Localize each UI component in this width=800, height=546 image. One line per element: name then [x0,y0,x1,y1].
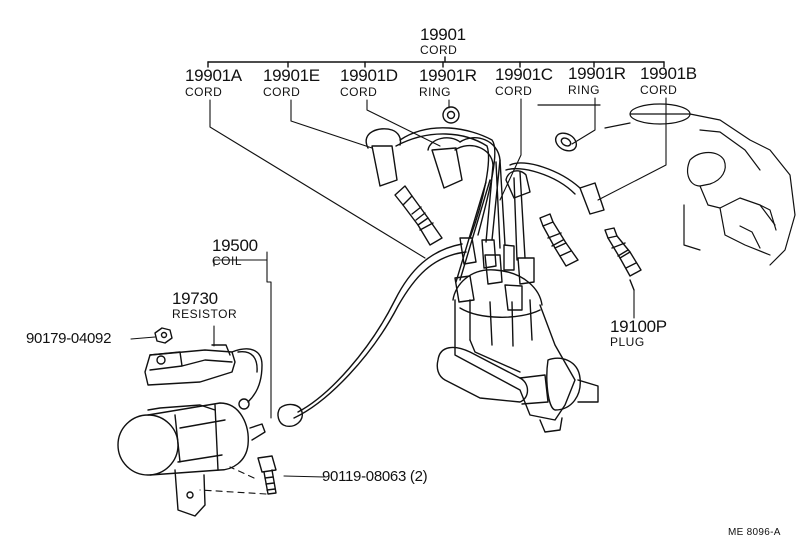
label-19100p-name: PLUG [610,335,645,349]
rings [442,106,578,152]
coil-body [117,402,266,517]
label-19901d-name: CORD [340,85,378,99]
distributor [436,237,599,433]
label-19500-number: 19500 [212,236,258,255]
plug-leader-tip [629,279,635,291]
nut [154,327,173,344]
label-19901r-2-name: RING [568,83,600,97]
label-19901e-name: CORD [263,85,301,99]
label-19901e-number: 19901E [263,66,320,85]
label-19901c-number: 19901C [495,65,553,84]
label-90119-08063: 90119-08063 (2) [322,468,428,485]
label-19901-name: CORD [420,43,458,57]
label-19901-number: 19901 [420,25,466,44]
label-90179-04092: 90179-04092 [26,330,112,347]
spark-plugs [394,185,642,277]
ignition-cords [277,127,605,427]
resistor-body [144,344,263,410]
label-19901c-name: CORD [495,84,533,98]
label-19901d-number: 19901D [340,66,398,85]
label-19901r-2-number: 19901R [568,64,626,83]
label-19901a-name: CORD [185,85,223,99]
label-19901a-number: 19901A [185,66,242,85]
diagram-code: ME 8096-A [728,527,781,538]
engine-outline [537,103,796,266]
label-19901b-number: 19901B [640,64,697,83]
bolt [257,455,277,495]
label-19730-number: 19730 [172,289,218,308]
label-19901b-name: CORD [640,83,678,97]
label-19730-name: RESISTOR [172,307,238,321]
label-19500-name: COIL [212,254,243,268]
label-19901r-1-number: 19901R [419,66,477,85]
label-19100p-number: 19100P [610,317,667,336]
label-19901r-1-name: RING [419,85,451,99]
leader-lines [130,97,667,495]
cord-set-bracket [207,56,665,68]
